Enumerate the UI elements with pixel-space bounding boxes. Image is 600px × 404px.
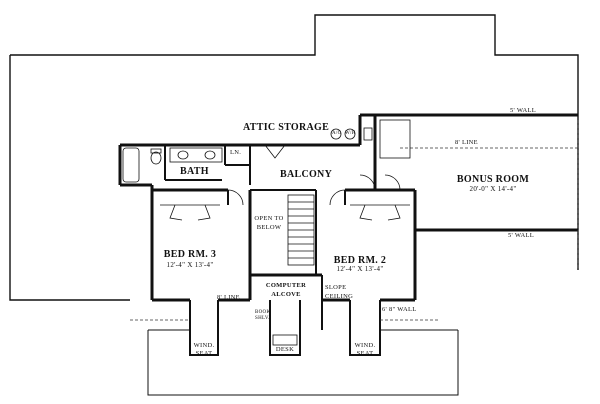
bed-rm-2-label: BED RM. 2: [333, 255, 387, 266]
bed-rm-2-dims: 12'-4" X 13'-4": [336, 265, 384, 273]
toilet-icon: [150, 151, 162, 165]
wind-seat-right-label: WIND.: [354, 342, 376, 349]
attic-storage-label: ATTIC STORAGE: [243, 122, 330, 133]
closet-doors: [160, 119, 411, 221]
wall-note-right: 6' 8" WALL: [382, 306, 417, 313]
wall-note-top: 5' WALL: [510, 107, 537, 114]
wall-note-bottom: 5' WALL: [508, 232, 535, 239]
bath-fixtures: [122, 147, 223, 183]
line-note-bonus: 8' LINE: [455, 139, 478, 146]
attic-unit-label: W/H: [345, 131, 356, 136]
computer-alcove-label: ALCOVE: [271, 291, 301, 298]
line-note-left: 8' LINE: [217, 294, 240, 301]
slope-ceiling-label: SLOPE: [325, 284, 347, 291]
attic-outline: [9, 14, 579, 301]
slope-ceiling-label: CEILING: [325, 293, 354, 300]
open-to-below-label: OPEN TO: [254, 215, 284, 222]
open-to-below-label: BELOW: [256, 224, 282, 231]
dashed-limit-lines: [130, 120, 579, 321]
attic-units: [330, 127, 373, 141]
attic-unit-label: A/C: [332, 131, 342, 136]
linen-label: LN.: [230, 149, 242, 156]
bonus-room-label: BONUS ROOM: [456, 174, 530, 185]
computer-alcove-label: COMPUTER: [265, 282, 307, 289]
balcony-label: BALCONY: [280, 169, 333, 180]
door-swings: [227, 144, 401, 206]
bed-rm-3-label: BED RM. 3: [163, 249, 217, 260]
bath-label: BATH: [180, 166, 209, 177]
desk-label: DESK: [275, 346, 295, 353]
porch-roof: [147, 329, 459, 396]
bed-rm-3-dims: 12'-4" X 13'-4": [166, 261, 214, 269]
desk-icon: [272, 334, 298, 346]
floor-walls: [118, 113, 578, 356]
bookshelf-label: SHLV.: [255, 316, 270, 321]
stair-treads: [287, 194, 315, 266]
wind-seat-left-label: SEAT: [195, 350, 213, 357]
vanity-icon: [169, 147, 223, 163]
bathtub-icon: [122, 147, 140, 183]
wind-seat-left-label: WIND.: [193, 342, 215, 349]
bookshelf-label: BOOK: [255, 310, 271, 315]
bonus-room-dims: 20'-0" X 14'-4": [469, 185, 517, 193]
wind-seat-right-label: SEAT: [356, 350, 374, 357]
